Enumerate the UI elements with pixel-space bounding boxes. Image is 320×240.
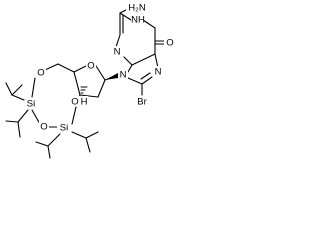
chemical-structure-diagram: H₂N NH N N N O Br O O Si O Si O H [5,2,174,159]
atom-h-3prime: H [81,97,88,108]
bond-c2-n1 [119,12,132,21]
bond-c4prime-c5prime [57,63,75,73]
atom-n3: N [114,47,121,58]
bond-skeleton [5,7,166,159]
bond-si-ipr1 [11,94,25,101]
hashed-bond-c3prime-h [80,86,88,94]
atom-si-upper: Si [27,99,35,110]
wedge-bond-c1prime-n9 [105,73,118,80]
bond-si-ipr3 [47,133,61,147]
bond-si-upper-o-bridge [31,109,41,125]
atom-sugar-ring-o: O [87,61,94,72]
bond-ipr3-me1 [35,141,49,147]
atom-o-5prime: O [37,68,44,79]
atom-si-lower: Si [60,123,68,134]
bond-si-lower-o-lower [71,106,77,125]
bond-o-c4prime [73,65,87,73]
atom-n7: N [155,67,162,78]
bond-c5prime-o [44,63,59,71]
bond-n7-c8 [141,76,153,85]
atom-o-3prime: O [71,97,78,108]
bond-c3prime-c2prime [79,94,99,98]
bond-c5-n7 [154,53,159,69]
atom-o-bridge: O [40,122,47,133]
atom-nh: NH [131,15,145,26]
atom-h2n: H₂N [128,3,146,14]
bond-ipr2-me1 [5,120,19,123]
bond-c2prime-c1prime [97,79,106,98]
bond-ipr4-me1 [85,131,99,139]
atom-carbonyl-o: O [166,38,173,49]
bond-c8-n9 [127,77,143,85]
bond-si-ipr2 [17,109,29,123]
bond-c4-n3 [123,56,133,66]
bond-ipr1-me2 [11,84,23,96]
bond-n1-c6 [142,19,156,29]
bond-o-si-upper [31,77,36,98]
bond-c1prime-o [95,65,106,81]
bond-ipr4-me2 [85,137,91,153]
atom-n9: N [120,70,127,81]
bond-ipr1-me1 [5,82,13,96]
bond-n7-c8-double [140,72,151,80]
bond-ipr3-me2 [47,145,51,159]
atom-labels: H₂N NH N N N O Br O O Si O Si O H [25,2,174,134]
bond-si-ipr4 [71,131,87,139]
bond-n3-c2 [115,34,121,48]
bond-c4prime-c3prime [73,71,81,96]
bond-c5-c4 [131,53,156,66]
bond-n9-c4 [127,64,133,73]
atom-br: Br [137,97,147,108]
bond-ipr2-me2 [17,121,21,138]
